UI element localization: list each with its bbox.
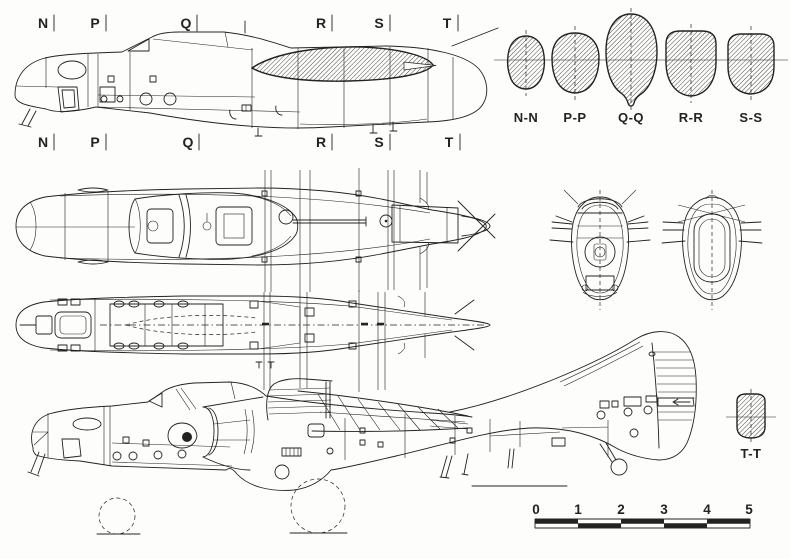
belly-masts: [439, 448, 515, 479]
engine-nacelle-near: [167, 396, 264, 471]
wing-root-ribs: [297, 390, 469, 432]
scale-tick-3: 3: [660, 502, 668, 517]
section-shape-qq: [605, 13, 658, 107]
fin-base-plan: [391, 204, 459, 244]
tail-fin-details: [559, 341, 696, 449]
nose-strut: [18, 108, 37, 128]
flap-slot: [403, 61, 437, 71]
cross-section-tt: T-T: [726, 389, 776, 461]
scale-tick-0: 0: [532, 502, 540, 517]
station-label-s-top: S: [374, 15, 383, 31]
cross-sections-row: N-N P-P Q-Q R-R S-S: [494, 8, 788, 125]
plan-view-upper: [15, 168, 496, 292]
scale-bar-segments: [534, 518, 751, 529]
section-label-qq: Q-Q: [618, 110, 644, 125]
nose-hatch: [54, 311, 92, 339]
station-label-p-bottom: P: [90, 134, 99, 150]
section-label-tt: T-T: [741, 446, 762, 461]
side-view-forward-fuselage: [14, 20, 499, 137]
section-label-rr: R-R: [679, 110, 704, 125]
side-view-full-aircraft: [27, 331, 697, 535]
propeller-disc-ghost: [98, 497, 136, 535]
chin-window: [57, 86, 80, 113]
station-label-s-bottom: S: [374, 134, 383, 150]
front-section-aft: [661, 190, 763, 310]
station-label-r-bottom: R: [316, 134, 326, 150]
cooler-grill: [281, 447, 302, 457]
section-shape-nn: [506, 35, 546, 90]
section-label-ss: S-S: [739, 110, 762, 125]
section-label-pp: P-P: [563, 110, 586, 125]
hinge-arrow: [672, 398, 691, 406]
station-label-n-top: N: [38, 15, 48, 31]
scale-tick-5: 5: [745, 502, 753, 517]
section-shape-pp: [551, 32, 600, 94]
station-labels-bottom: N P Q R S T: [38, 133, 461, 151]
nose-strut: [27, 451, 46, 477]
wing-stub-lines: [661, 221, 763, 244]
wing-stub-lines: [549, 215, 651, 243]
cross-section-labels: N-N P-P Q-Q R-R S-S: [514, 110, 762, 125]
gun-barrel: [292, 216, 367, 227]
section-shape-tt: [736, 393, 766, 439]
station-label-p-top: P: [90, 15, 99, 31]
station-labels-top: N P Q R S T: [38, 14, 459, 32]
section-shape-rr: [665, 30, 717, 97]
main-wheel-ghost: [290, 478, 346, 534]
front-section-forward: [549, 189, 651, 310]
section-label-nn: N-N: [514, 110, 539, 125]
station-label-n-bottom: N: [38, 134, 48, 150]
station-label-q-top: Q: [181, 15, 192, 31]
canopy-outline-plan: [128, 192, 299, 260]
chin-window: [61, 438, 82, 459]
bomb-bay: [109, 303, 224, 347]
nose-gun-mount: [35, 315, 53, 335]
gunner-seat: [215, 206, 253, 246]
trim-tab: [657, 397, 695, 407]
engine-cowl-far: [266, 378, 333, 421]
pilot-seat: [146, 208, 174, 244]
tail-wheel: [599, 442, 628, 476]
nose-window: [57, 60, 87, 80]
scale-tick-1: 1: [574, 502, 582, 517]
antenna-wire: [451, 27, 499, 47]
windshield: [127, 38, 150, 52]
windshield: [148, 392, 163, 408]
station-label-t-top: T: [443, 15, 452, 31]
station-label-t-bottom: T: [445, 134, 454, 150]
plan-view-lower: [15, 290, 491, 392]
scale-bar: 0 1 2 3 4 5: [532, 502, 753, 529]
station-label-q-bottom: Q: [183, 134, 194, 150]
scale-tick-2: 2: [617, 502, 625, 517]
spinner-hub: [182, 432, 192, 442]
station-label-r-top: R: [316, 15, 326, 31]
scale-tick-4: 4: [703, 502, 711, 517]
nose-window: [72, 417, 102, 431]
turret-ring: [278, 209, 294, 225]
gun-sight-posts: [255, 361, 275, 369]
